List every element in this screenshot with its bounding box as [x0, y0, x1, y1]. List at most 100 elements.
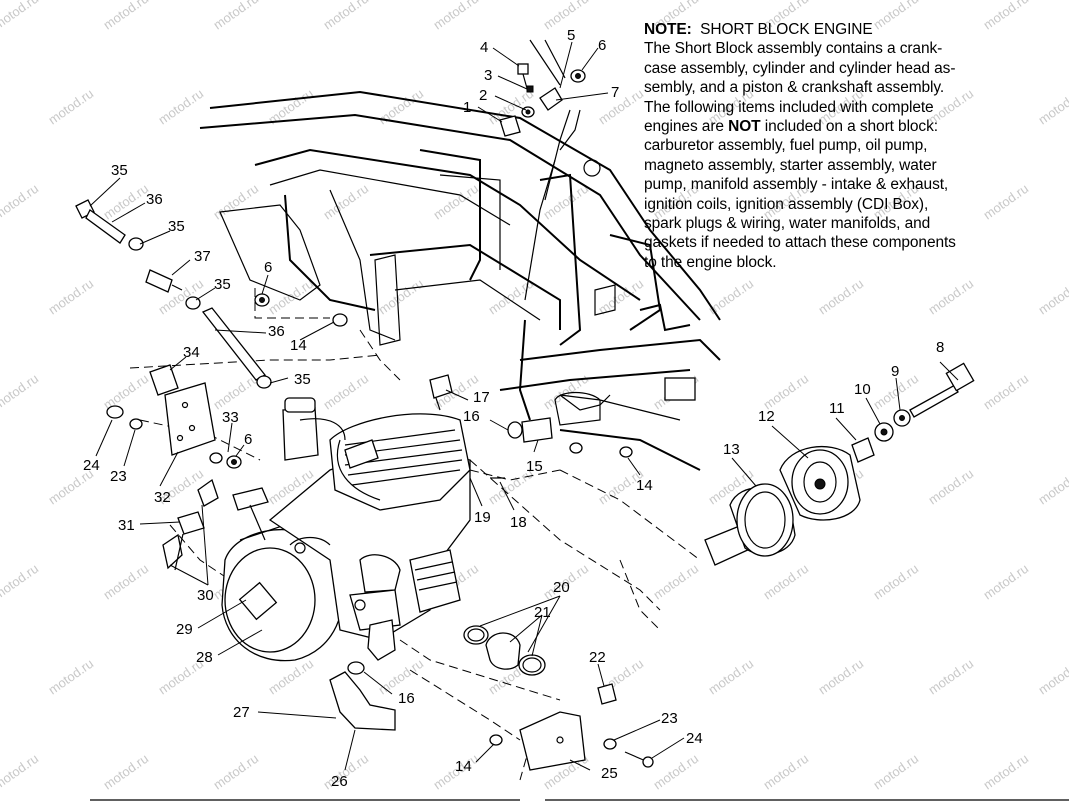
- watermark-text: motod.ru: [595, 276, 646, 318]
- watermark-text: motod.ru: [815, 656, 866, 698]
- callout-8: 8: [936, 339, 944, 356]
- note-line-5-pre: engines are: [644, 118, 724, 136]
- callout-10: 10: [854, 381, 871, 398]
- note-line: The following items included with comple…: [644, 98, 934, 116]
- callout-24-right: 24: [686, 730, 703, 747]
- watermark-text: motod.ru: [100, 371, 151, 413]
- note-line: gaskets if needed to attach these compon…: [644, 234, 956, 252]
- watermark-text: motod.ru: [45, 656, 96, 698]
- note-line: to the engine block.: [644, 253, 777, 271]
- watermark-text: motod.ru: [210, 181, 261, 223]
- callout-2: 2: [479, 87, 487, 104]
- note-line: The Short Block assembly contains a cran…: [644, 40, 943, 58]
- callout-15: 15: [526, 458, 543, 475]
- callout-16-a: 16: [463, 408, 480, 425]
- callout-35-d: 35: [294, 371, 311, 388]
- watermark-text: motod.ru: [45, 86, 96, 128]
- watermark-text: motod.ru: [100, 181, 151, 223]
- watermark-text: motod.ru: [980, 561, 1031, 603]
- watermark-text: motod.ru: [760, 371, 811, 413]
- note-line: pump, manifold assembly - intake & exhau…: [644, 176, 949, 194]
- watermark-text: motod.ru: [650, 561, 701, 603]
- callout-1: 1: [463, 99, 471, 116]
- watermark-text: motod.ru: [540, 0, 591, 32]
- callout-17: 17: [473, 389, 490, 406]
- note-line: ignition coils, ignition assembly (CDI B…: [644, 195, 929, 213]
- callout-22: 22: [589, 649, 606, 666]
- note-heading: SHORT BLOCK ENGINE: [700, 21, 873, 38]
- callout-6-top: 6: [598, 37, 606, 54]
- watermark-text: motod.ru: [760, 751, 811, 793]
- watermark-text: motod.ru: [650, 751, 701, 793]
- part-number-labels: 1 2 3 4 5 6 7 35 36 35 37 6 35 36 14 34 …: [83, 27, 944, 790]
- watermark-text: motod.ru: [320, 371, 371, 413]
- callout-6-left: 6: [264, 259, 272, 276]
- note-line: engines are NOT included on a short bloc…: [644, 117, 1064, 136]
- leader-lines: [89, 41, 959, 771]
- callout-6-mid: 6: [244, 431, 252, 448]
- parts-drawings: [75, 39, 975, 771]
- watermark-text: motod.ru: [430, 181, 481, 223]
- callout-27: 27: [233, 704, 250, 721]
- callout-7: 7: [611, 84, 619, 101]
- watermark-text: motod.ru: [980, 751, 1031, 793]
- callout-14-b: 14: [455, 758, 472, 775]
- watermark-text: motod.ru: [0, 561, 41, 603]
- callout-35-c: 35: [214, 276, 231, 293]
- callout-34: 34: [183, 344, 200, 361]
- watermark-text: motod.ru: [265, 656, 316, 698]
- watermark-text: motod.ru: [100, 0, 151, 32]
- callout-14-a: 14: [290, 337, 307, 354]
- watermark-text: motod.ru: [870, 561, 921, 603]
- callout-19: 19: [474, 509, 491, 526]
- watermark-text: motod.ru: [595, 86, 646, 128]
- watermark-text: motod.ru: [540, 371, 591, 413]
- callout-9: 9: [891, 363, 899, 380]
- watermark-text: motod.ru: [0, 371, 41, 413]
- note-label: NOTE:: [644, 21, 692, 38]
- watermark-text: motod.ru: [925, 466, 976, 508]
- note-line-5-bold: NOT: [728, 118, 761, 136]
- callout-23-left: 23: [110, 468, 127, 485]
- callout-24-left: 24: [83, 457, 100, 474]
- engine-drawing: [221, 397, 471, 662]
- watermark-text: motod.ru: [870, 751, 921, 793]
- watermark-text: motod.ru: [0, 751, 41, 793]
- callout-5: 5: [567, 27, 575, 44]
- callout-20: 20: [553, 579, 570, 596]
- callout-18: 18: [510, 514, 527, 531]
- callout-25: 25: [601, 765, 618, 782]
- callout-4: 4: [480, 39, 488, 56]
- frame-drawing: [199, 90, 721, 471]
- note-line: carburetor assembly, fuel pump, oil pump…: [644, 137, 928, 155]
- watermark-text: motod.ru: [815, 276, 866, 318]
- note-line: spark plugs & wiring, water manifolds, a…: [644, 215, 931, 233]
- watermark-text: motod.ru: [375, 86, 426, 128]
- watermark-text: motod.ru: [430, 0, 481, 32]
- watermark-text: motod.ru: [925, 656, 976, 698]
- watermark-text: motod.ru: [210, 751, 261, 793]
- callout-3: 3: [484, 67, 492, 84]
- note-line: sembly, and a piston & crankshaft assemb…: [644, 79, 945, 97]
- callout-26: 26: [331, 773, 348, 790]
- watermark-text: motod.ru: [760, 561, 811, 603]
- callout-36-b: 36: [268, 323, 285, 340]
- callout-35-b: 35: [168, 218, 185, 235]
- callout-32: 32: [154, 489, 171, 506]
- watermark-text: motod.ru: [0, 181, 41, 223]
- note-title: NOTE: SHORT BLOCK ENGINE: [644, 20, 1064, 39]
- callout-23-right: 23: [661, 710, 678, 727]
- watermark-text: motod.ru: [320, 181, 371, 223]
- watermark-text: motod.ru: [210, 0, 261, 32]
- watermark-text: motod.ru: [1035, 656, 1069, 698]
- callout-35-a: 35: [111, 162, 128, 179]
- callout-37: 37: [194, 248, 211, 265]
- watermark-text: motod.ru: [100, 561, 151, 603]
- short-block-note: NOTE: SHORT BLOCK ENGINE The Short Block…: [644, 20, 1064, 272]
- callout-30: 30: [197, 587, 214, 604]
- note-line: case assembly, cylinder and cylinder hea…: [644, 59, 956, 77]
- note-line: magneto assembly, starter assembly, wate…: [644, 156, 937, 174]
- watermark-text: motod.ru: [0, 0, 41, 32]
